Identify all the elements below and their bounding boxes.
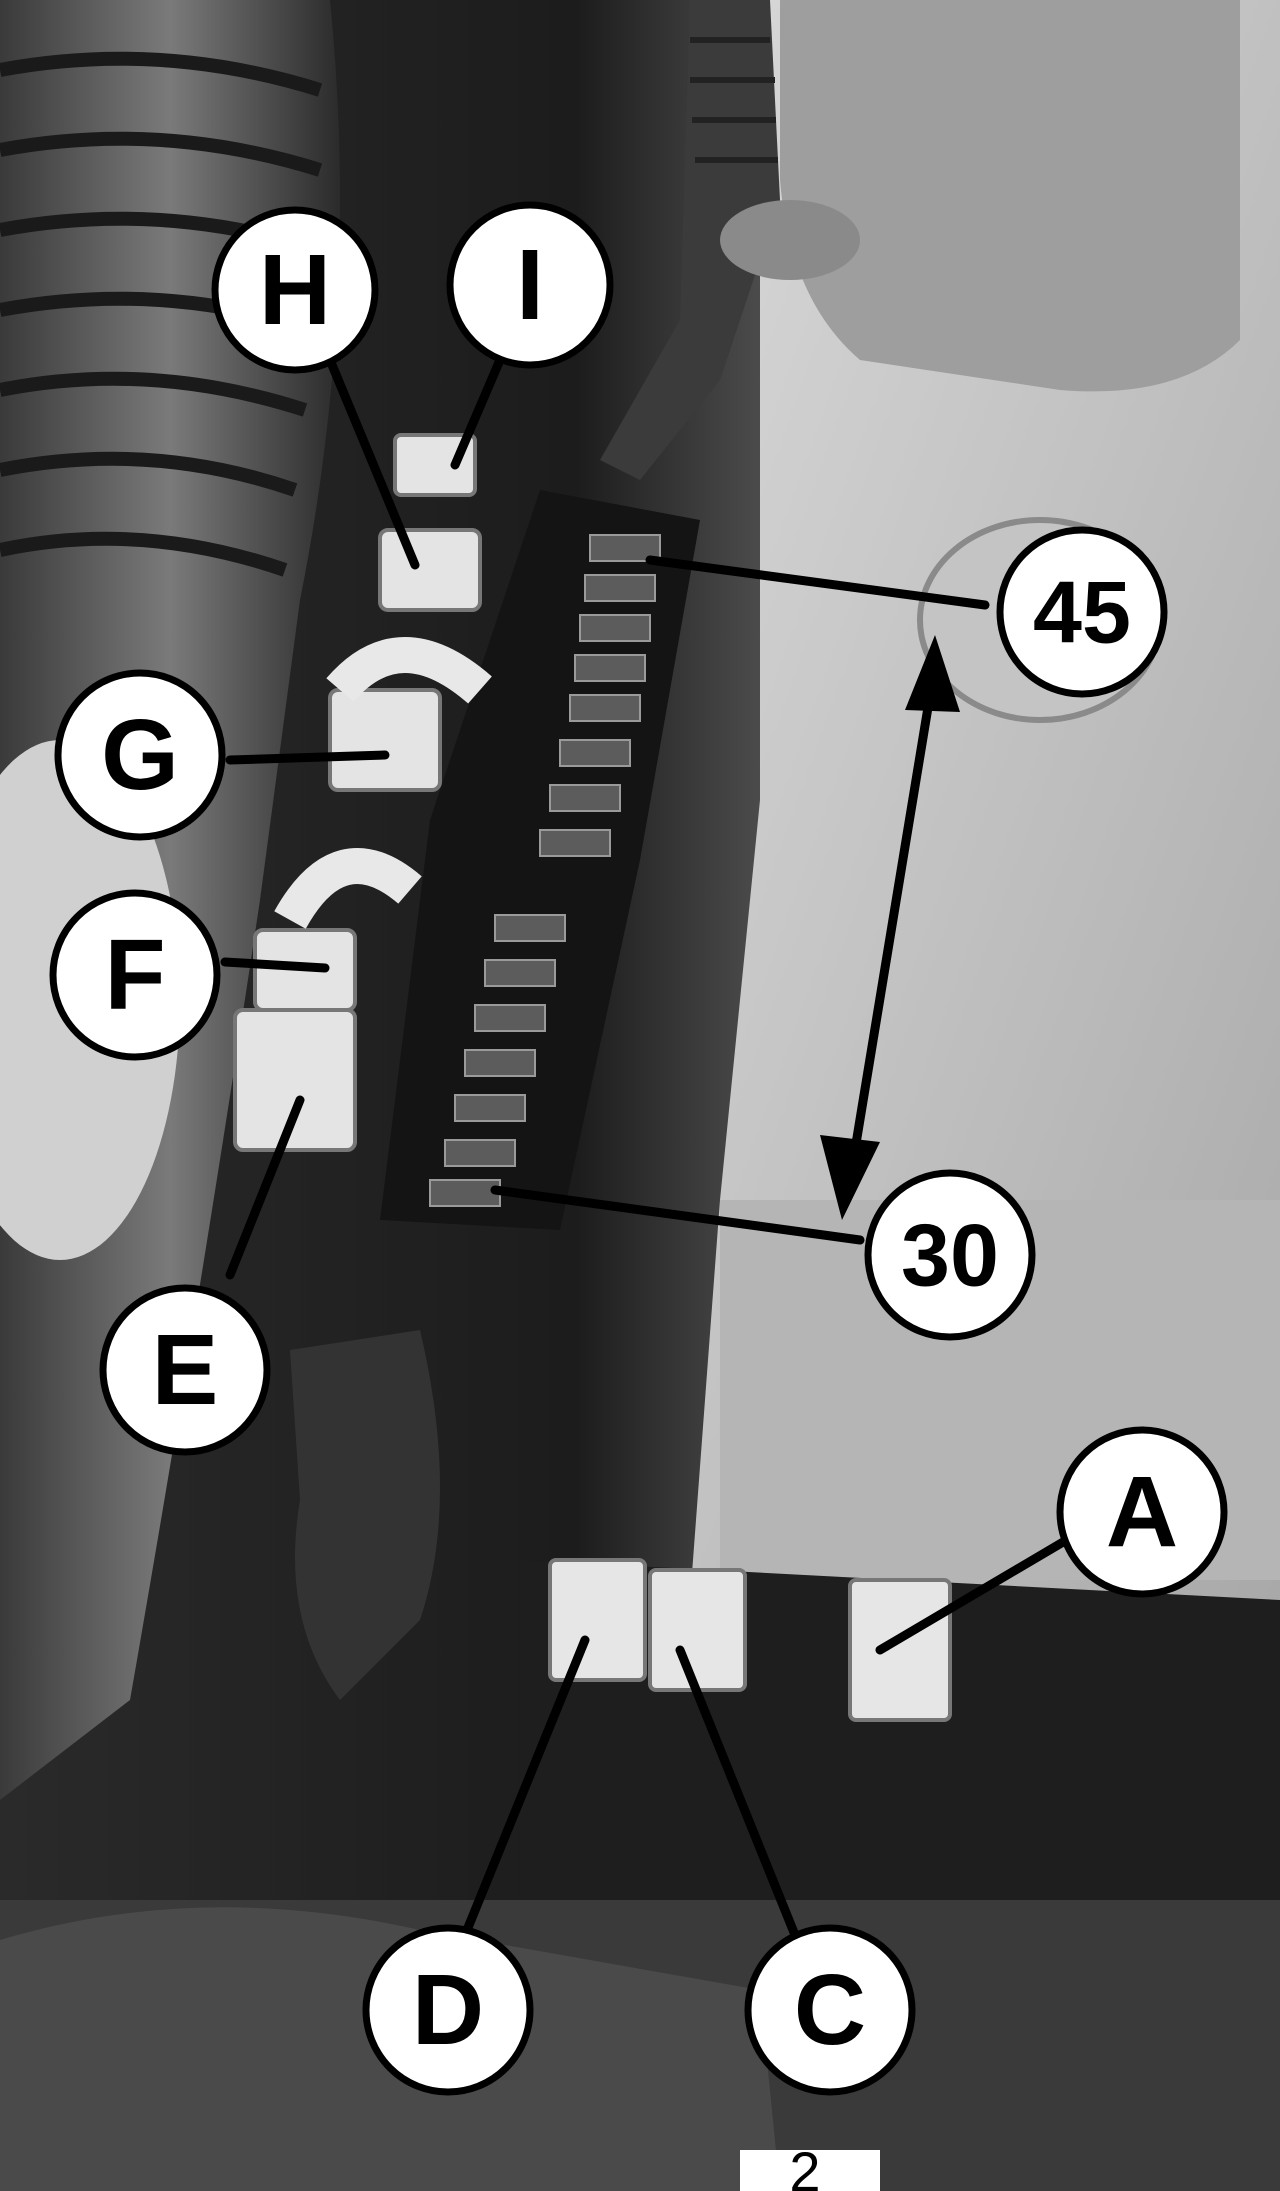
mini-fuse-column xyxy=(429,534,661,1207)
callout-30-label: 30 xyxy=(901,1206,999,1305)
leader-line-d xyxy=(460,1635,590,1940)
callout-c-label: C xyxy=(794,1954,866,2066)
callout-circle-h xyxy=(211,206,379,374)
callout-e-label: E xyxy=(152,1314,219,1426)
leader-line-e xyxy=(225,1095,305,1280)
leader-line-i xyxy=(450,355,505,470)
callout-45-label: 45 xyxy=(1033,563,1131,662)
cable-loom-ribs xyxy=(690,37,778,163)
leader-lines xyxy=(220,355,1080,1940)
callout-circle-d xyxy=(362,1924,534,2096)
reservoir-cap-housing xyxy=(780,0,1240,392)
leader-line-f xyxy=(220,957,330,973)
leader-line-h xyxy=(325,355,420,570)
lower-cable xyxy=(290,1330,440,1700)
callout-circles xyxy=(49,201,1228,2096)
arrow-head-down xyxy=(820,1135,880,1220)
callout-d-label: D xyxy=(412,1954,484,2066)
leader-line-45 xyxy=(645,555,990,610)
leader-line-a xyxy=(875,1530,1080,1655)
corner-mark: 2 xyxy=(789,2140,820,2191)
callout-circle-f xyxy=(49,889,221,1061)
corner-label-box xyxy=(740,2150,880,2191)
callout-circle-a xyxy=(1056,1426,1228,1598)
callout-a-label: A xyxy=(1106,1456,1178,1568)
relay-clip xyxy=(274,848,422,930)
hose-clamp xyxy=(720,200,860,280)
callout-i-label: I xyxy=(516,229,544,341)
leader-line-c xyxy=(675,1645,800,1940)
arrow-shaft xyxy=(845,660,940,1185)
callout-circle-45 xyxy=(996,526,1168,698)
lower-maxi-fuses xyxy=(548,1558,952,1722)
callout-h-label: H xyxy=(259,234,331,346)
callout-f-label: F xyxy=(104,919,165,1031)
leader-line-g xyxy=(225,750,390,765)
callout-circle-i xyxy=(446,201,614,369)
arrow-head-up xyxy=(905,635,960,712)
callout-circle-30 xyxy=(864,1169,1036,1341)
callout-circle-c xyxy=(744,1924,916,2096)
leader-line-30 xyxy=(490,1185,865,1245)
relay-clip-upper xyxy=(326,637,492,704)
callout-circle-g xyxy=(54,669,226,841)
callout-g-label: G xyxy=(101,699,179,811)
callout-circle-e xyxy=(99,1284,271,1456)
